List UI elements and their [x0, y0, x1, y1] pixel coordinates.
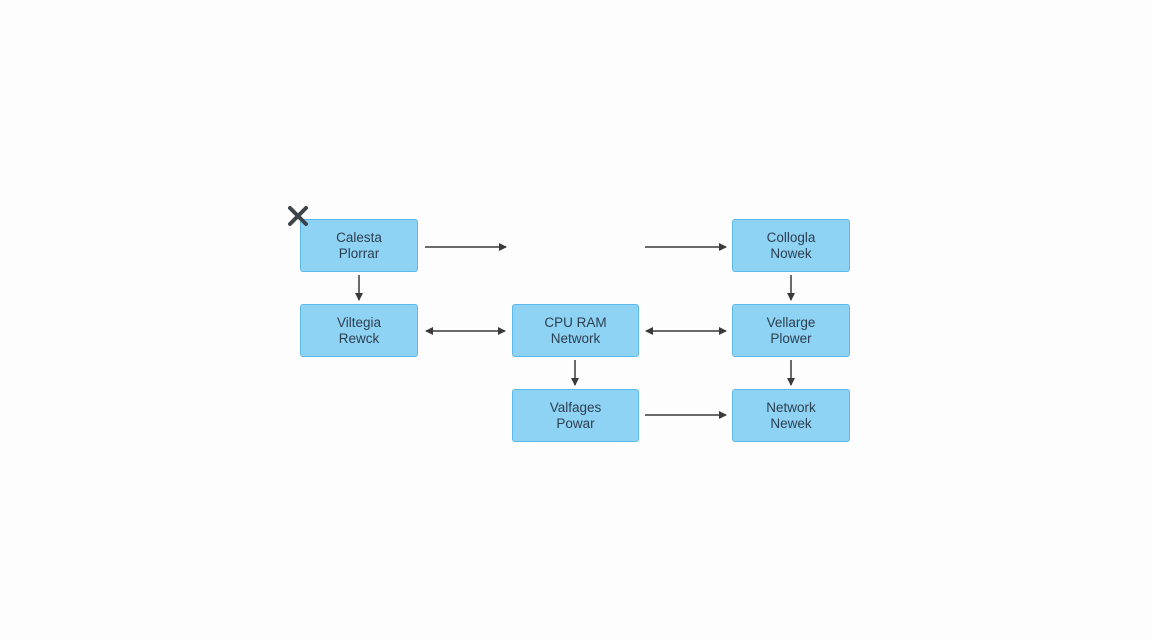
node-label-line1: Calesta — [336, 229, 382, 245]
node-cpu-ram-network[interactable]: CPU RAM Network — [512, 304, 639, 357]
close-icon[interactable] — [286, 204, 310, 228]
node-network-newek[interactable]: Network Newek — [732, 389, 850, 442]
node-label-line2: Plorrar — [338, 245, 380, 261]
node-label-line2: Rewck — [338, 330, 380, 346]
node-label-line1: Collogla — [766, 229, 816, 245]
node-calesta-plorrar[interactable]: Calesta Plorrar — [300, 219, 418, 272]
node-label-line1: CPU RAM — [544, 314, 607, 330]
node-label-line1: Viltegia — [336, 314, 382, 330]
node-viltegia-rewck[interactable]: Viltegia Rewck — [300, 304, 418, 357]
node-label-line2: Powar — [556, 415, 595, 431]
node-collogla-nowek[interactable]: Collogla Nowek — [732, 219, 850, 272]
node-label-line1: Network — [766, 399, 816, 415]
node-label-line2: Network — [550, 330, 601, 346]
node-label-line2: Plower — [770, 330, 812, 346]
node-vellarge-plower[interactable]: Vellarge Plower — [732, 304, 850, 357]
node-label-line2: Newek — [770, 415, 812, 431]
node-label-line2: Nowek — [770, 245, 812, 261]
node-label-line1: Valfages — [549, 399, 602, 415]
node-valfages-powar[interactable]: Valfages Powar — [512, 389, 639, 442]
node-label-line1: Vellarge — [766, 314, 816, 330]
